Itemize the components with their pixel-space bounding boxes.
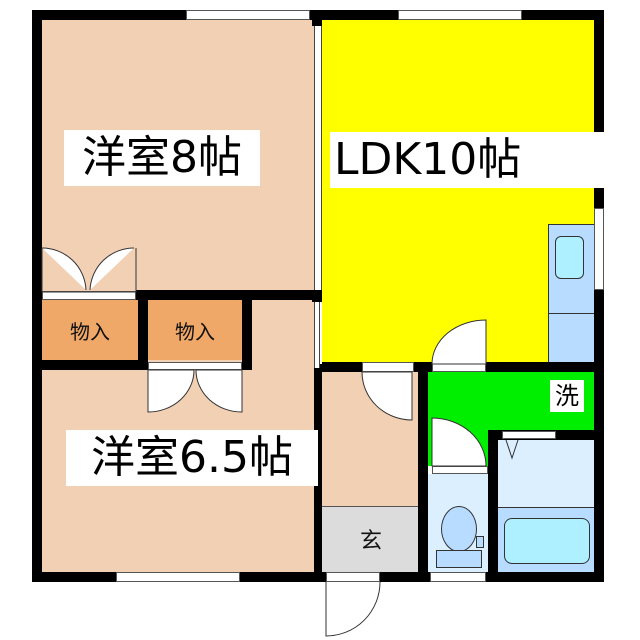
ldk-door-icon (431, 319, 487, 365)
bathtub-icon (504, 518, 590, 564)
kitchen-sink-icon (555, 236, 584, 279)
toilet-tank-icon (436, 550, 482, 568)
window-right-kitchen (594, 208, 604, 290)
sliding-partition-1 (314, 26, 322, 292)
wall-hall-right (418, 362, 428, 582)
entrance-door-icon (325, 581, 381, 637)
closet-label-2: 物入 (175, 319, 215, 344)
entrance-door-frame (326, 572, 380, 582)
room-label-entrance: 玄 (359, 529, 382, 554)
wall-outer-top-b (310, 10, 398, 20)
closet-2 (148, 300, 242, 360)
closet-2-door-frame (148, 362, 242, 370)
wall-outer-left (32, 10, 42, 582)
bath-door-marker-icon (505, 439, 519, 460)
wall-outer-bottom-d (486, 572, 604, 582)
room-label-western-8: 洋室8帖 (64, 130, 260, 186)
wall-closets-top (136, 290, 322, 300)
closet-1-double-door-icon (41, 247, 137, 293)
toilet-door-frame (432, 466, 488, 474)
window-bottom-toilet (430, 572, 486, 582)
wall-bath-left (488, 430, 498, 582)
kitchen-counter-divider (548, 313, 598, 314)
wall-closet-divider (138, 290, 148, 370)
closet-label-1: 物入 (70, 319, 110, 344)
wall-closets-bottom (42, 360, 148, 370)
wall-closet-right (242, 300, 252, 370)
wall-outer-top-c (522, 10, 604, 20)
wall-center-vertical-top (312, 10, 322, 26)
wall-ldk-bottom-c (486, 362, 604, 372)
closet-2-double-door-icon (147, 369, 243, 413)
hall-door-frame (362, 362, 414, 372)
toilet-door-icon (431, 417, 487, 467)
hall-door-icon (361, 371, 413, 421)
wall-ldk-bottom-a (322, 362, 362, 372)
wall-outer-bottom-c (380, 572, 430, 582)
wall-outer-bottom-b (240, 572, 330, 582)
window-bottom-left (116, 572, 240, 582)
wall-outer-right-b (594, 188, 604, 208)
toilet-paper-icon (476, 536, 484, 548)
window-top-left (186, 10, 310, 20)
room-label-western-6-5: 洋室6.5帖 (66, 430, 318, 486)
wall-outer-right-a (594, 10, 604, 132)
window-top-right (398, 10, 522, 20)
room-label-ldk: LDK10帖 (330, 132, 608, 188)
wall-center-vertical-bot (314, 364, 322, 582)
wall-outer-top-a (32, 10, 186, 20)
sliding-partition-2 (314, 302, 320, 368)
bath-door-frame (502, 431, 556, 439)
toilet-bowl-icon (441, 506, 477, 552)
wall-outer-bottom-a (32, 572, 116, 582)
entrance (322, 506, 420, 572)
room-label-washroom: 洗 (550, 380, 584, 412)
closet-1 (42, 300, 138, 360)
